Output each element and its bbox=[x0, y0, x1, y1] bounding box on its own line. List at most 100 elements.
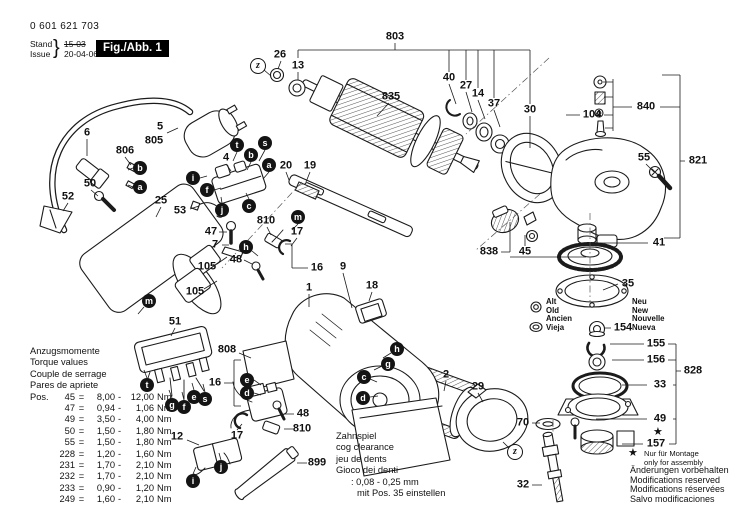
cog-clearance-lines-item: cog clearance bbox=[336, 442, 394, 453]
torque-cell-pre bbox=[30, 403, 51, 414]
part-label-48: 48 bbox=[229, 253, 243, 266]
torque-cell-dash: - bbox=[117, 414, 122, 425]
upper-small-parts-drawing bbox=[190, 200, 292, 281]
torque-cell-min: 1,50 bbox=[96, 425, 115, 436]
connection-marker-j: j bbox=[214, 460, 228, 474]
torque-table-titles-item: Anzugsmomente bbox=[30, 346, 100, 356]
connection-marker-e: e bbox=[240, 373, 254, 387]
connection-marker-b: b bbox=[133, 161, 147, 175]
new-versions-label-item: Nueva bbox=[632, 322, 656, 332]
torque-cell-min: 1,70 bbox=[96, 460, 115, 471]
connection-marker-g: g bbox=[381, 357, 395, 371]
torque-cell-pre bbox=[30, 414, 51, 425]
torque-cell-min: 1,20 bbox=[96, 448, 115, 459]
part-label-70: 70 bbox=[516, 416, 530, 429]
torque-cell-unit: Nm bbox=[157, 460, 172, 471]
torque-cell-dash: - bbox=[117, 471, 122, 482]
connection-marker-f: f bbox=[177, 400, 191, 414]
torque-cell-dash: - bbox=[117, 391, 122, 402]
torque-cell-pos: 228 bbox=[59, 448, 75, 459]
part-label-821: 821 bbox=[688, 154, 708, 167]
part-label-47: 47 bbox=[204, 225, 218, 238]
part-label-49: 49 bbox=[653, 412, 667, 425]
connection-marker-a: a bbox=[133, 180, 147, 194]
field-housing-drawing bbox=[79, 183, 224, 315]
connection-marker-t: t bbox=[230, 138, 244, 152]
part-label-838: 838 bbox=[479, 245, 499, 258]
seal-154-drawing bbox=[588, 320, 606, 338]
torque-cell-min: 8,00 bbox=[96, 391, 115, 402]
torque-cell-dash: - bbox=[117, 460, 122, 471]
torque-cell-pos: 249 bbox=[59, 494, 75, 505]
torque-cell-max: 4,00 bbox=[135, 414, 154, 425]
torque-cell-max: 1,80 bbox=[135, 437, 154, 448]
part-label-105: 105 bbox=[197, 260, 217, 273]
leader-lines bbox=[62, 43, 685, 486]
part-label-12: 12 bbox=[170, 430, 184, 443]
torque-table-titles-item: Couple de serrage bbox=[30, 368, 107, 379]
gear-housing-drawing bbox=[550, 137, 667, 248]
torque-cell-min: 1,50 bbox=[96, 437, 115, 448]
article-number: 0 601 621 703 bbox=[30, 21, 100, 32]
cog-clearance-value: : 0,08 - 0,25 mm bbox=[351, 476, 419, 487]
torque-cell-max: 12,00 bbox=[130, 391, 154, 402]
torque-cell-eq: = bbox=[78, 448, 85, 459]
connection-marker-h: h bbox=[239, 240, 253, 254]
part-label-50: 50 bbox=[83, 177, 97, 190]
torque-cell-dash: - bbox=[117, 448, 122, 459]
torque-cell-eq: = bbox=[78, 403, 85, 414]
old-date: 15-03 bbox=[64, 39, 86, 49]
torque-cell-pos: 231 bbox=[59, 460, 75, 471]
footnote-modifications-item: Änderungen vorbehalten bbox=[630, 465, 729, 475]
valve-set-drawing bbox=[593, 75, 607, 138]
part-label-7: 7 bbox=[211, 238, 219, 251]
stand-label: Stand bbox=[30, 39, 53, 49]
grease-tube-drawing bbox=[234, 446, 299, 500]
assembly-star-icon: ★ bbox=[653, 426, 663, 438]
torque-cell-unit: Nm bbox=[157, 391, 172, 402]
footnote-assembly-item: only for assembly bbox=[644, 458, 704, 467]
old-versions-label-item: Old bbox=[546, 305, 559, 315]
torque-cell-pos: 47 bbox=[64, 403, 75, 414]
part-label-45: 45 bbox=[518, 245, 532, 258]
cog-clearance-adjust: mit Pos. 35 einstellen bbox=[357, 488, 446, 499]
torque-cell-pre bbox=[30, 426, 51, 437]
new-versions-label-item: Nouvelle bbox=[632, 314, 665, 324]
torque-cell-eq: = bbox=[78, 494, 85, 505]
revision-dates: 15-03 20-04-06 bbox=[64, 39, 98, 59]
part-label-105: 105 bbox=[185, 285, 205, 298]
torque-cell-pre bbox=[30, 449, 51, 460]
screw-55-drawing bbox=[648, 165, 673, 191]
part-label-17: 17 bbox=[290, 225, 304, 238]
plug-drawing bbox=[183, 104, 248, 158]
torque-cell-pre bbox=[30, 494, 51, 505]
washer-70-drawing bbox=[535, 417, 561, 431]
footnote-assembly-item: Nur für Montage bbox=[644, 449, 699, 458]
connection-marker-z: z bbox=[507, 444, 523, 460]
part-label-33: 33 bbox=[653, 378, 667, 391]
armature-drawing bbox=[301, 75, 480, 175]
plate-9-drawing bbox=[351, 397, 451, 477]
torque-cell-max: 2,10 bbox=[135, 460, 154, 471]
part-label-155: 155 bbox=[646, 337, 666, 350]
part-label-810: 810 bbox=[292, 422, 312, 435]
switch-block-drawing bbox=[230, 381, 288, 435]
part-label-30: 30 bbox=[523, 103, 537, 116]
connection-marker-z: z bbox=[250, 58, 266, 74]
old-ring-drawing bbox=[529, 301, 543, 333]
part-label-835: 835 bbox=[381, 90, 401, 103]
new-versions-label-item: Neu bbox=[632, 297, 647, 306]
part-label-808: 808 bbox=[217, 343, 237, 356]
torque-cell-eq: = bbox=[78, 460, 85, 471]
torque-cell-unit: Nm bbox=[157, 414, 172, 425]
torque-cell-unit: Nm bbox=[157, 494, 172, 505]
torque-cell-pos: 233 bbox=[59, 482, 75, 493]
torque-cell-dash: - bbox=[117, 403, 122, 414]
